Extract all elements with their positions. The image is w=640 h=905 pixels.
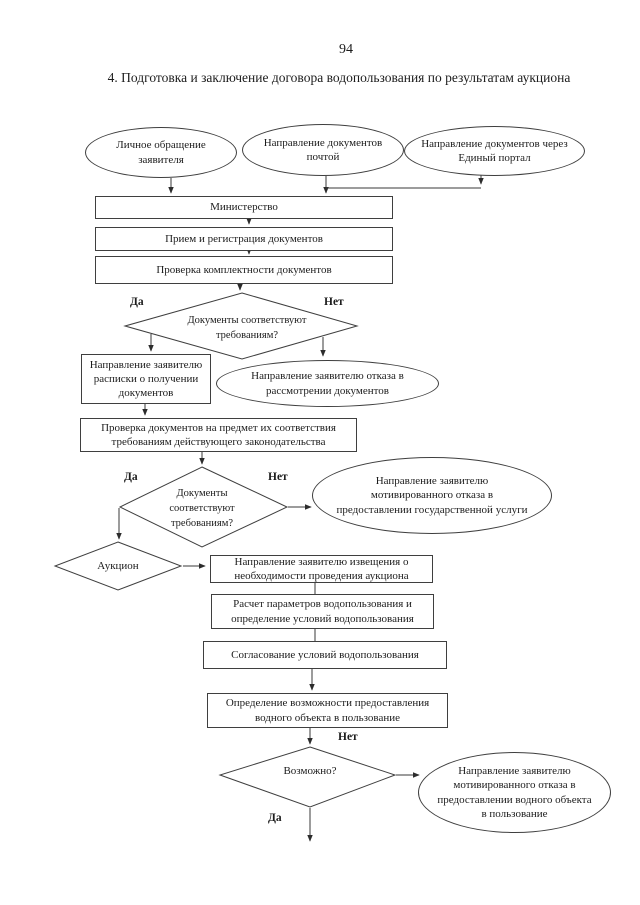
- terminator-label: Направление заявителю мотивированного от…: [437, 764, 592, 820]
- decision-possible-shape: [218, 746, 397, 808]
- process-params-calculation: Расчет параметров водопользования и опре…: [211, 594, 434, 629]
- start-node-label: Направление документов почтой: [263, 136, 383, 163]
- process-receipt-to-applicant: Направление заявителю расписки о получен…: [81, 354, 211, 404]
- decision-auction-shape: [53, 541, 183, 591]
- terminator-label: Направление заявителю отказа в рассмотре…: [251, 370, 404, 397]
- start-node-personal-application: Личное обращение заявителя: [85, 127, 237, 178]
- process-label: Проверка документов на предмет их соотве…: [101, 421, 336, 448]
- decision-auction-text: Аукцион: [97, 560, 139, 572]
- process-label: Согласование условий водопользования: [231, 648, 419, 661]
- process-label: Проверка комплектности документов: [156, 263, 332, 276]
- process-label: Расчет параметров водопользования и опре…: [231, 598, 414, 625]
- process-possibility-determination: Определение возможности предоставления в…: [207, 693, 448, 728]
- decision-docs-match-2-shape: [118, 466, 289, 548]
- decision2-yes-label: Да: [124, 471, 138, 483]
- start-node-label: Направление документов через Единый порт…: [421, 137, 568, 164]
- terminator-reject-review: Направление заявителю отказа в рассмотре…: [216, 360, 439, 407]
- start-node-documents-portal: Направление документов через Единый порт…: [404, 126, 585, 176]
- decision-docs-match-1-text: Документы соответствуют требованиям?: [187, 315, 307, 342]
- terminator-reject-object: Направление заявителю мотивированного от…: [418, 752, 611, 833]
- decision1-yes-label: Да: [130, 296, 144, 308]
- process-conditions-approval: Согласование условий водопользования: [203, 641, 447, 669]
- process-auction-notice: Направление заявителю извещения о необхо…: [210, 555, 433, 583]
- decision1-no-label: Нет: [324, 296, 344, 308]
- decision-docs-match-1-shape: [123, 292, 359, 360]
- process-law-compliance-check: Проверка документов на предмет их соотве…: [80, 418, 357, 452]
- terminator-label: Направление заявителю мотивированного от…: [336, 475, 528, 516]
- start-node-label: Личное обращение заявителя: [116, 139, 206, 166]
- terminator-reject-service: Направление заявителю мотивированного от…: [312, 457, 552, 534]
- process-reception-registration: Прием и регистрация документов: [95, 227, 393, 251]
- page-number: 94: [339, 42, 353, 57]
- process-label: Прием и регистрация документов: [165, 232, 323, 245]
- process-ministry: Министерство: [95, 196, 393, 219]
- decision2-no-label: Нет: [268, 471, 288, 483]
- process-label: Направление заявителю извещения о необхо…: [234, 555, 409, 582]
- start-node-documents-by-mail: Направление документов почтой: [242, 124, 404, 176]
- process-label: Определение возможности предоставления в…: [225, 697, 430, 724]
- decision-possible-text: Возможно?: [283, 765, 337, 777]
- decision-docs-match-2-text: Документы соответствуют требованиям?: [169, 488, 235, 530]
- page-title: 4. Подготовка и заключение договора водо…: [107, 70, 571, 85]
- decision3-yes-label: Да: [268, 812, 282, 824]
- process-label: Направление заявителю расписки о получен…: [89, 358, 203, 400]
- decision3-no-label: Нет: [338, 731, 358, 743]
- process-label: Министерство: [210, 201, 278, 214]
- process-completeness-check: Проверка комплектности документов: [95, 256, 393, 284]
